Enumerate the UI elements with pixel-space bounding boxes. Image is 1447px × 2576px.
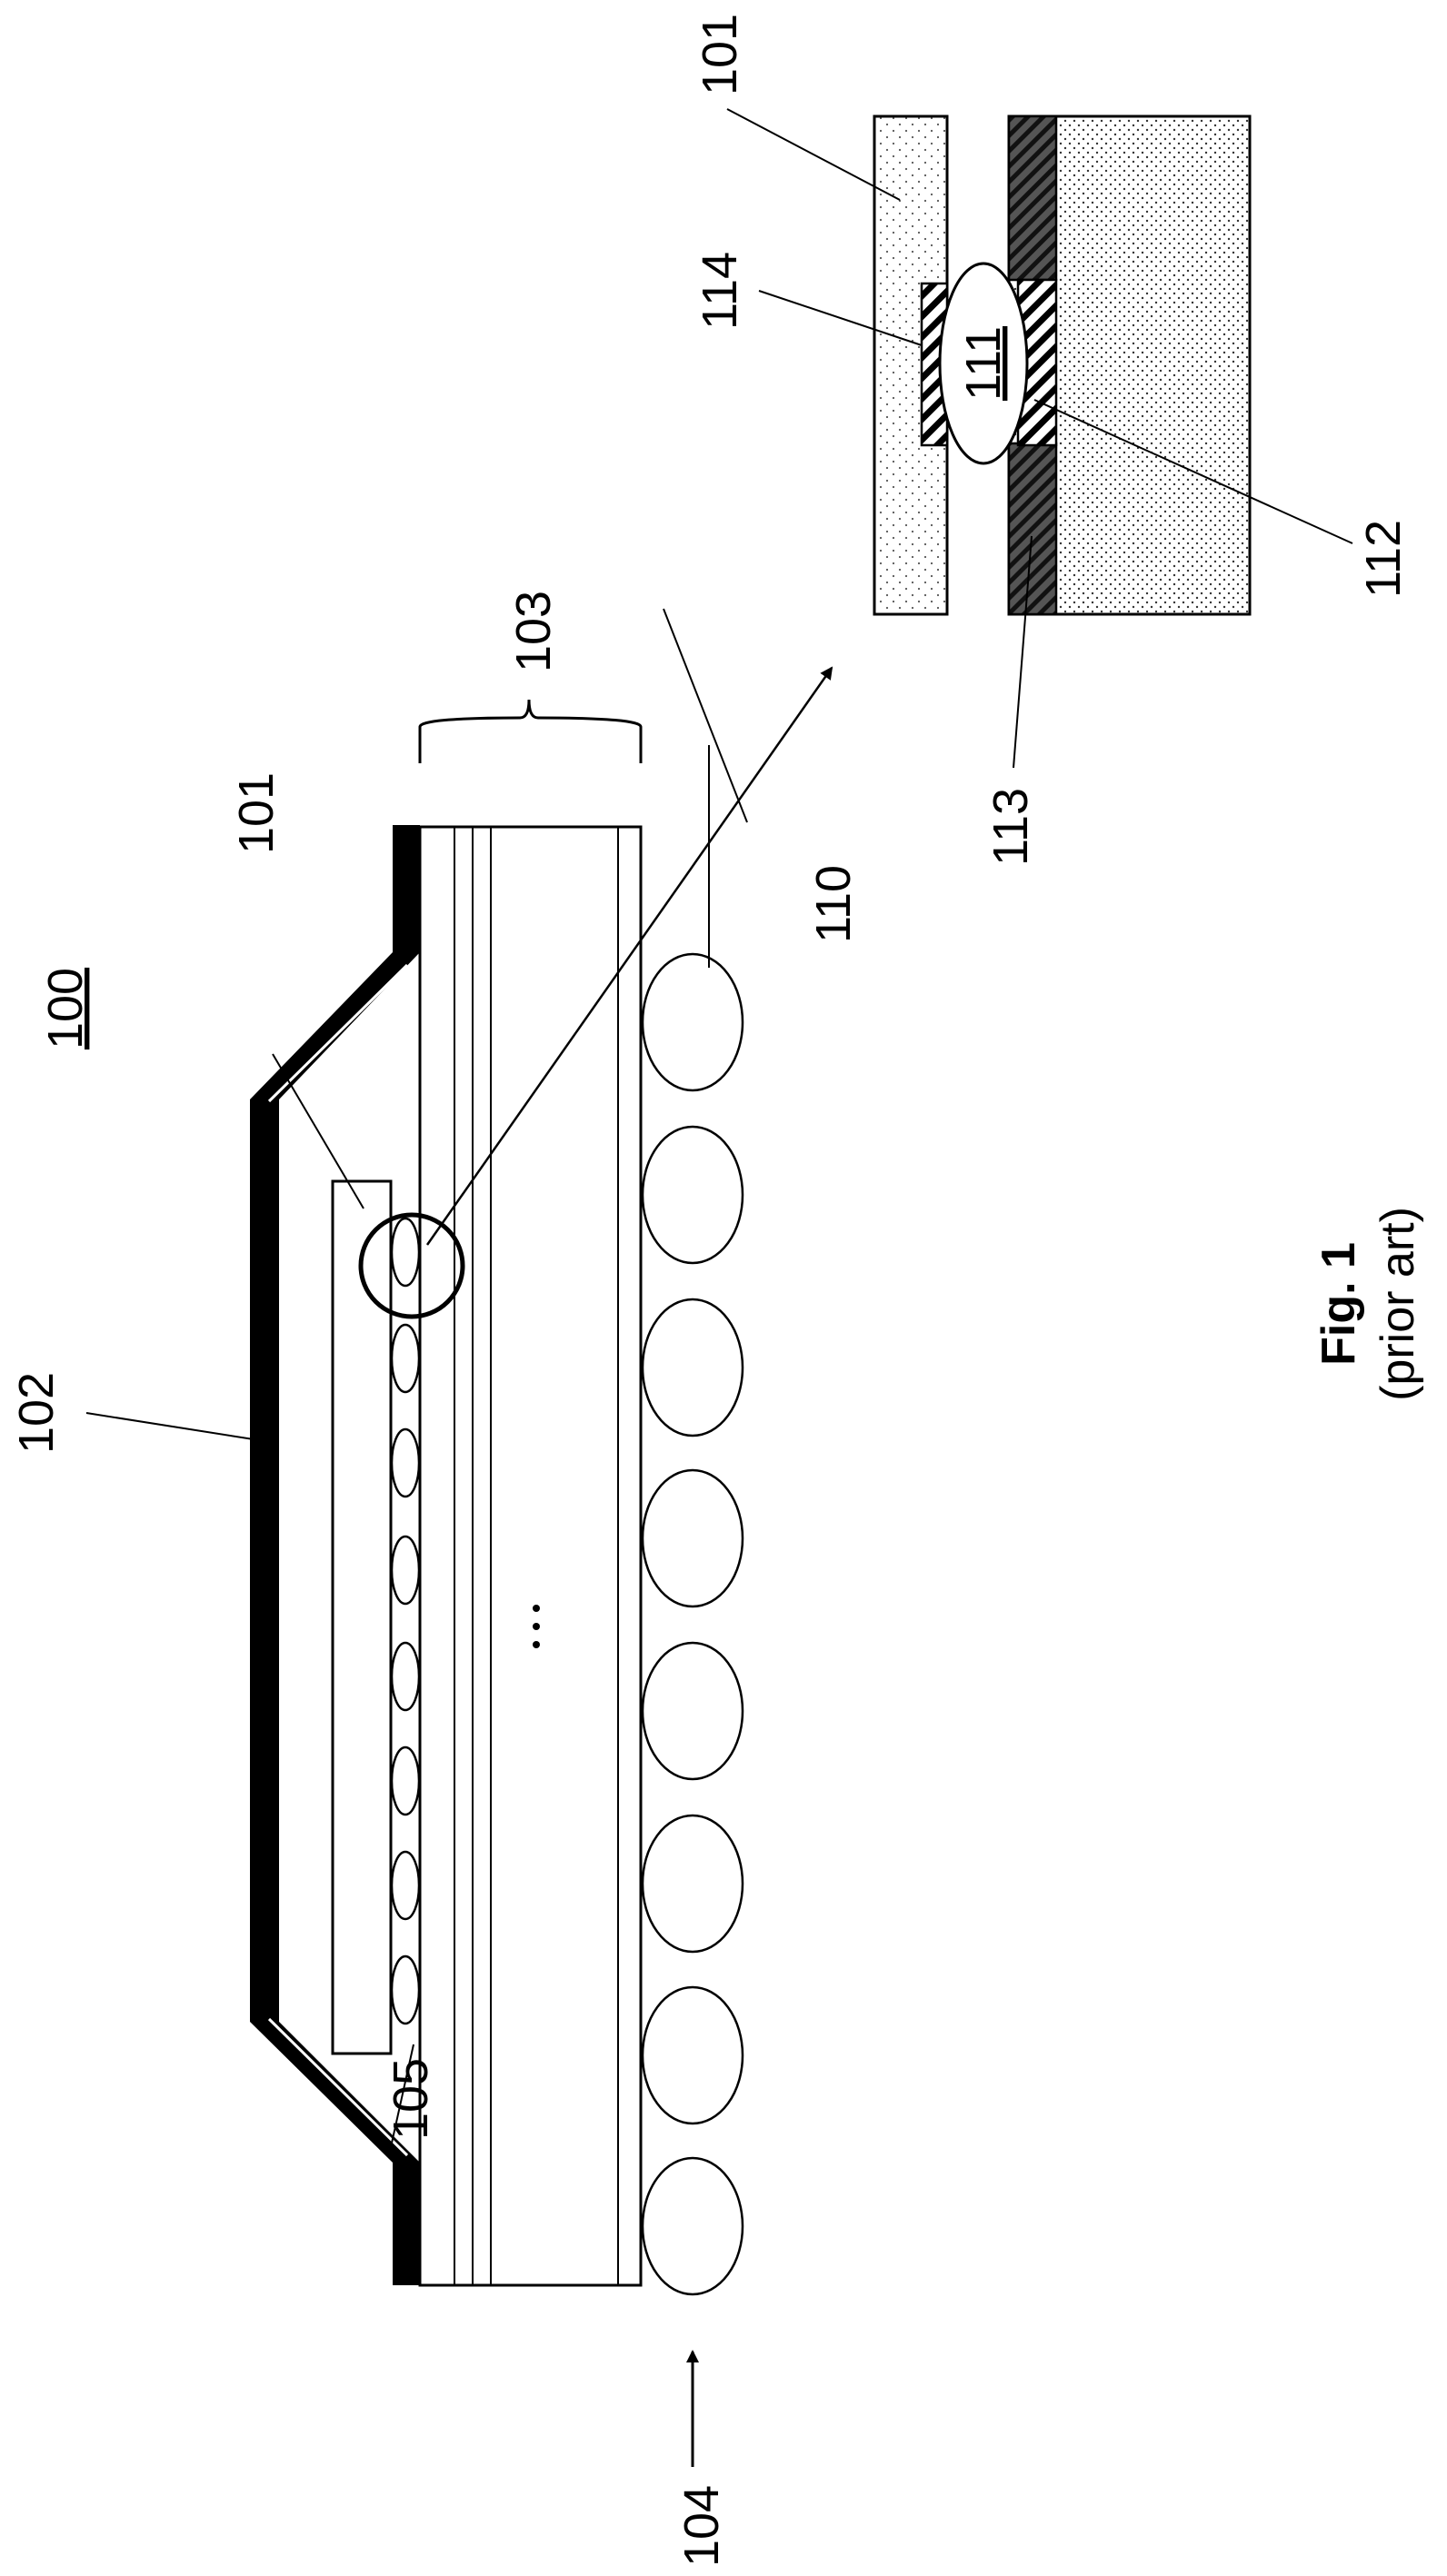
substrate-brace [420, 700, 641, 763]
solder-balls [643, 954, 743, 2294]
label-detail-101: 101 [693, 14, 747, 95]
label-102: 102 [9, 1372, 64, 1454]
substrate [420, 827, 641, 2285]
label-101: 101 [229, 772, 284, 854]
layer-lower [1009, 443, 1056, 614]
label-104: 104 [674, 2485, 729, 2567]
label-110: 110 [806, 865, 861, 943]
detail-inset [874, 116, 1250, 614]
label-103: 103 [506, 591, 561, 672]
label-113: 113 [983, 788, 1038, 866]
caption-title: Fig. 1 [1312, 1242, 1365, 1366]
caption-subtitle: (prior art) [1372, 1207, 1424, 1401]
die [333, 1181, 391, 2054]
bumps [392, 1218, 419, 2024]
label-114: 114 [693, 252, 747, 330]
label-100: 100 [38, 968, 93, 1049]
label-105: 105 [384, 2058, 438, 2140]
main-package [250, 825, 743, 2294]
label-112: 112 [1356, 520, 1411, 598]
layer-upper [1009, 116, 1056, 280]
label-111: 111 [956, 326, 1011, 401]
